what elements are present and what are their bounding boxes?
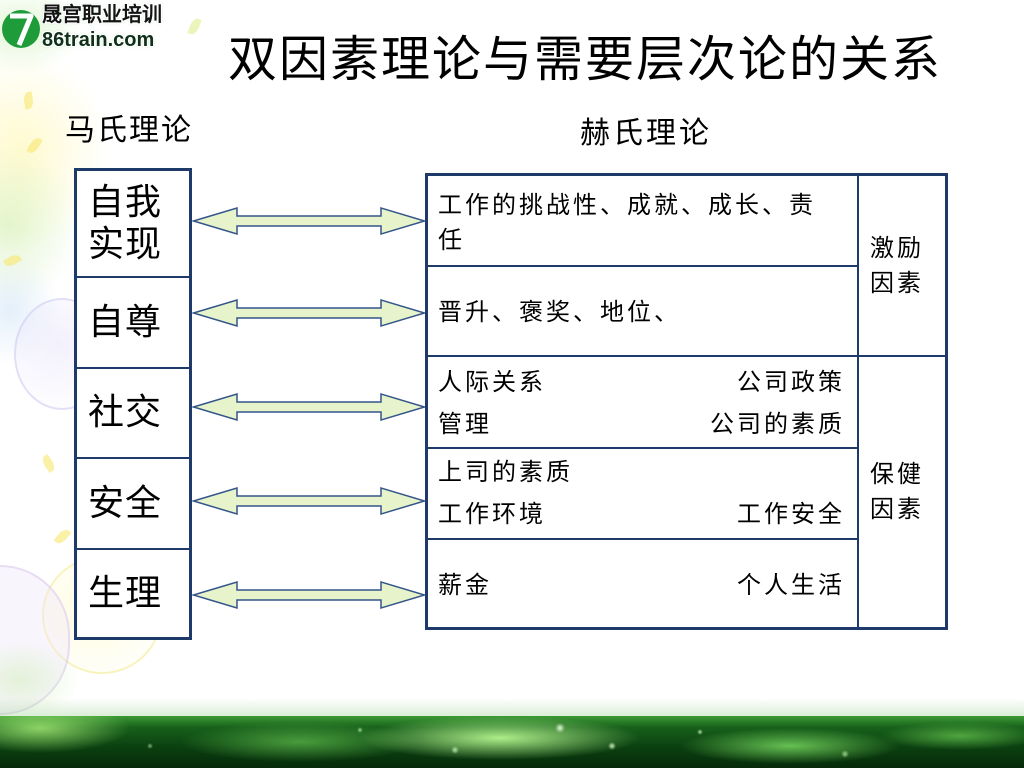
factor-item: 晋升、褒奖、地位、 <box>438 298 681 326</box>
factor-group-label-cell: 保健因素 <box>859 357 945 627</box>
maslow-level-label: 社交 <box>88 392 163 433</box>
factor-item: 公司政策 <box>737 368 845 396</box>
herzberg-heading: 赫氏理论 <box>580 116 712 151</box>
factor-line: 管理 公司的素质 <box>438 403 845 445</box>
double-arrow-3 <box>190 392 428 422</box>
factor-item: 个人生活 <box>737 571 845 599</box>
maslow-level-label: 自我实现 <box>88 181 163 265</box>
logo-swoosh-icon <box>2 10 40 48</box>
factor-row: 上司的素质 工作环境 工作安全 <box>428 447 857 538</box>
factor-item: 工作环境 <box>438 500 546 528</box>
decorative-glow <box>0 250 80 370</box>
logo-brand-name: 晟宫职业培训 <box>42 4 162 26</box>
logo-domain: 86train.com <box>42 29 155 51</box>
factor-item: 人际关系 <box>438 368 546 396</box>
maslow-level-cell: 生理 <box>77 548 189 637</box>
factor-item: 管理 <box>438 410 492 438</box>
decorative-leaf <box>39 453 58 474</box>
maslow-level-label: 生理 <box>88 572 163 614</box>
double-arrow-2 <box>190 298 428 328</box>
factor-row: 晋升、褒奖、地位、 <box>428 265 857 355</box>
maslow-level-cell: 自我实现 <box>77 171 189 276</box>
decorative-leaf <box>22 91 35 110</box>
decorative-bubble <box>0 565 70 715</box>
factor-line: 人际关系 公司政策 <box>438 361 845 403</box>
factor-group-motivators: 工作的挑战性、成就、成长、责任 晋升、褒奖、地位、 激励因素 <box>428 176 945 355</box>
factor-group-label: 激励因素 <box>870 233 924 297</box>
herzberg-factors-table: 工作的挑战性、成就、成长、责任 晋升、褒奖、地位、 激励因素 人际关系 公 <box>425 173 948 630</box>
factor-group-label-cell: 激励因素 <box>859 176 945 355</box>
factor-item: 薪金 <box>438 571 492 599</box>
factor-line: 上司的素质 <box>438 451 845 493</box>
maslow-level-label: 安全 <box>88 482 163 524</box>
factor-line: 工作的挑战性、成就、成长、责任 <box>438 188 828 258</box>
decorative-leaf <box>187 16 202 37</box>
decorative-leaf <box>26 135 43 156</box>
maslow-level-label: 自尊 <box>88 301 163 343</box>
logo: 晟宫职业培训 86train.com <box>0 0 175 56</box>
factor-item: 工作安全 <box>737 500 845 528</box>
maslow-level-cell: 安全 <box>77 457 189 548</box>
double-arrow-5 <box>190 580 428 610</box>
factor-group-hygiene: 人际关系 公司政策 管理 公司的素质 上司的素质 工作环境 工作安全 <box>428 355 945 627</box>
factor-item: 工作的挑战性、成就、成长、责任 <box>438 191 816 254</box>
factor-items-column: 人际关系 公司政策 管理 公司的素质 上司的素质 工作环境 工作安全 <box>428 357 859 627</box>
factor-line: 晋升、褒奖、地位、 <box>438 295 845 330</box>
factor-item: 上司的素质 <box>438 458 573 486</box>
factor-line: 薪金 个人生活 <box>438 564 845 606</box>
factor-line: 工作环境 工作安全 <box>438 493 845 535</box>
bottom-band-fade <box>0 698 1024 716</box>
maslow-heading: 马氏理论 <box>65 113 193 148</box>
factor-group-label: 保健因素 <box>870 460 924 523</box>
maslow-hierarchy-table: 自我实现 自尊 社交 安全 生理 <box>74 168 192 640</box>
bottom-decorative-band <box>0 716 1024 768</box>
factor-row: 薪金 个人生活 <box>428 538 857 627</box>
maslow-level-cell: 社交 <box>77 367 189 457</box>
factor-items-column: 工作的挑战性、成就、成长、责任 晋升、褒奖、地位、 <box>428 176 859 355</box>
decorative-leaf <box>53 527 72 546</box>
slide-title: 双因素理论与需要层次论的关系 <box>228 31 943 88</box>
factor-row: 人际关系 公司政策 管理 公司的素质 <box>428 357 857 447</box>
double-arrow-1 <box>190 206 428 236</box>
factor-item: 公司的素质 <box>710 410 845 438</box>
double-arrow-4 <box>190 486 428 516</box>
factor-row: 工作的挑战性、成就、成长、责任 <box>428 176 857 265</box>
maslow-level-cell: 自尊 <box>77 276 189 367</box>
decorative-leaf <box>2 252 23 269</box>
